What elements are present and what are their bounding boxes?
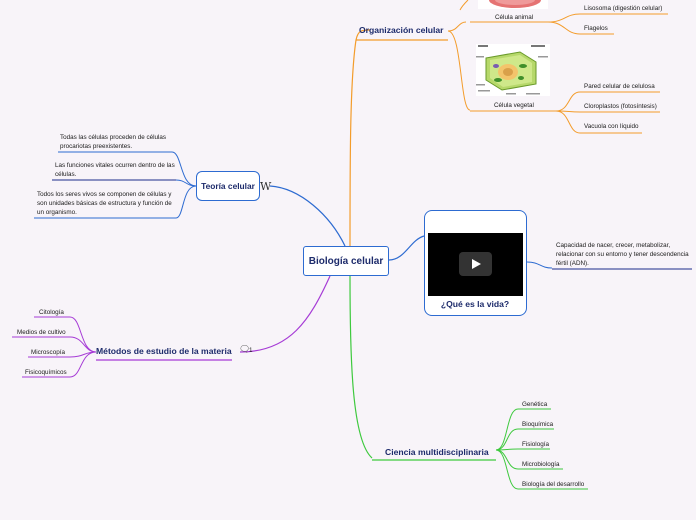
flagelos-item[interactable]: Flagelos xyxy=(584,24,608,33)
video-thumbnail[interactable] xyxy=(428,233,523,296)
teoria-item-2[interactable]: Las funciones vitales ocurren dentro de … xyxy=(55,161,175,179)
celula-animal-label[interactable]: Célula animal xyxy=(495,13,533,22)
metodos-estudio-topic[interactable]: Métodos de estudio de la materia xyxy=(96,346,232,356)
play-icon[interactable] xyxy=(459,252,492,276)
biologia-desarrollo-item[interactable]: Biología del desarrollo xyxy=(522,480,584,489)
medios-cultivo-item[interactable]: Medios de cultivo xyxy=(17,328,66,337)
bioquimica-item[interactable]: Bioquímica xyxy=(522,420,553,429)
comment-count: 1 xyxy=(249,346,253,355)
celula-vegetal-label[interactable]: Célula vegetal xyxy=(494,101,534,110)
que-es-la-vida-topic[interactable]: ¿Qué es la vida? xyxy=(424,210,527,316)
teoria-celular-topic[interactable]: Teoría celular xyxy=(196,171,260,201)
que-es-la-vida-label: ¿Qué es la vida? xyxy=(425,299,525,309)
teoria-item-3[interactable]: Todos los seres vivos se componen de cél… xyxy=(37,190,177,217)
plant-cell-image xyxy=(476,44,550,96)
genetica-item[interactable]: Genética xyxy=(522,400,547,409)
vida-description[interactable]: Capacidad de nacer, crecer, metabolizar,… xyxy=(556,241,696,268)
microbiologia-item[interactable]: Microbiología xyxy=(522,460,559,469)
wikipedia-icon[interactable]: W xyxy=(260,180,271,193)
animal-cell-image xyxy=(478,0,548,9)
vacuola-item[interactable]: Vacuola con líquido xyxy=(584,122,639,131)
pared-celular-item[interactable]: Pared celular de celulosa xyxy=(584,82,655,91)
lisosoma-item[interactable]: Lisosoma (digestión celular) xyxy=(584,4,662,13)
organizacion-celular-topic[interactable]: Organización celular xyxy=(359,25,444,35)
fisiologia-item[interactable]: Fisiología xyxy=(522,440,549,449)
ciencia-multidisciplinaria-topic[interactable]: Ciencia multidisciplinaria xyxy=(385,447,489,457)
citologia-item[interactable]: Citología xyxy=(39,308,64,317)
fisicoquimicos-item[interactable]: Fisicoquímicos xyxy=(25,368,67,377)
teoria-item-1[interactable]: Todas las células proceden de células pr… xyxy=(60,133,180,151)
microscopia-item[interactable]: Microscopía xyxy=(31,348,65,357)
central-topic[interactable]: Biología celular xyxy=(303,246,389,276)
cloroplastos-item[interactable]: Cloroplastos (fotosíntesis) xyxy=(584,102,657,111)
